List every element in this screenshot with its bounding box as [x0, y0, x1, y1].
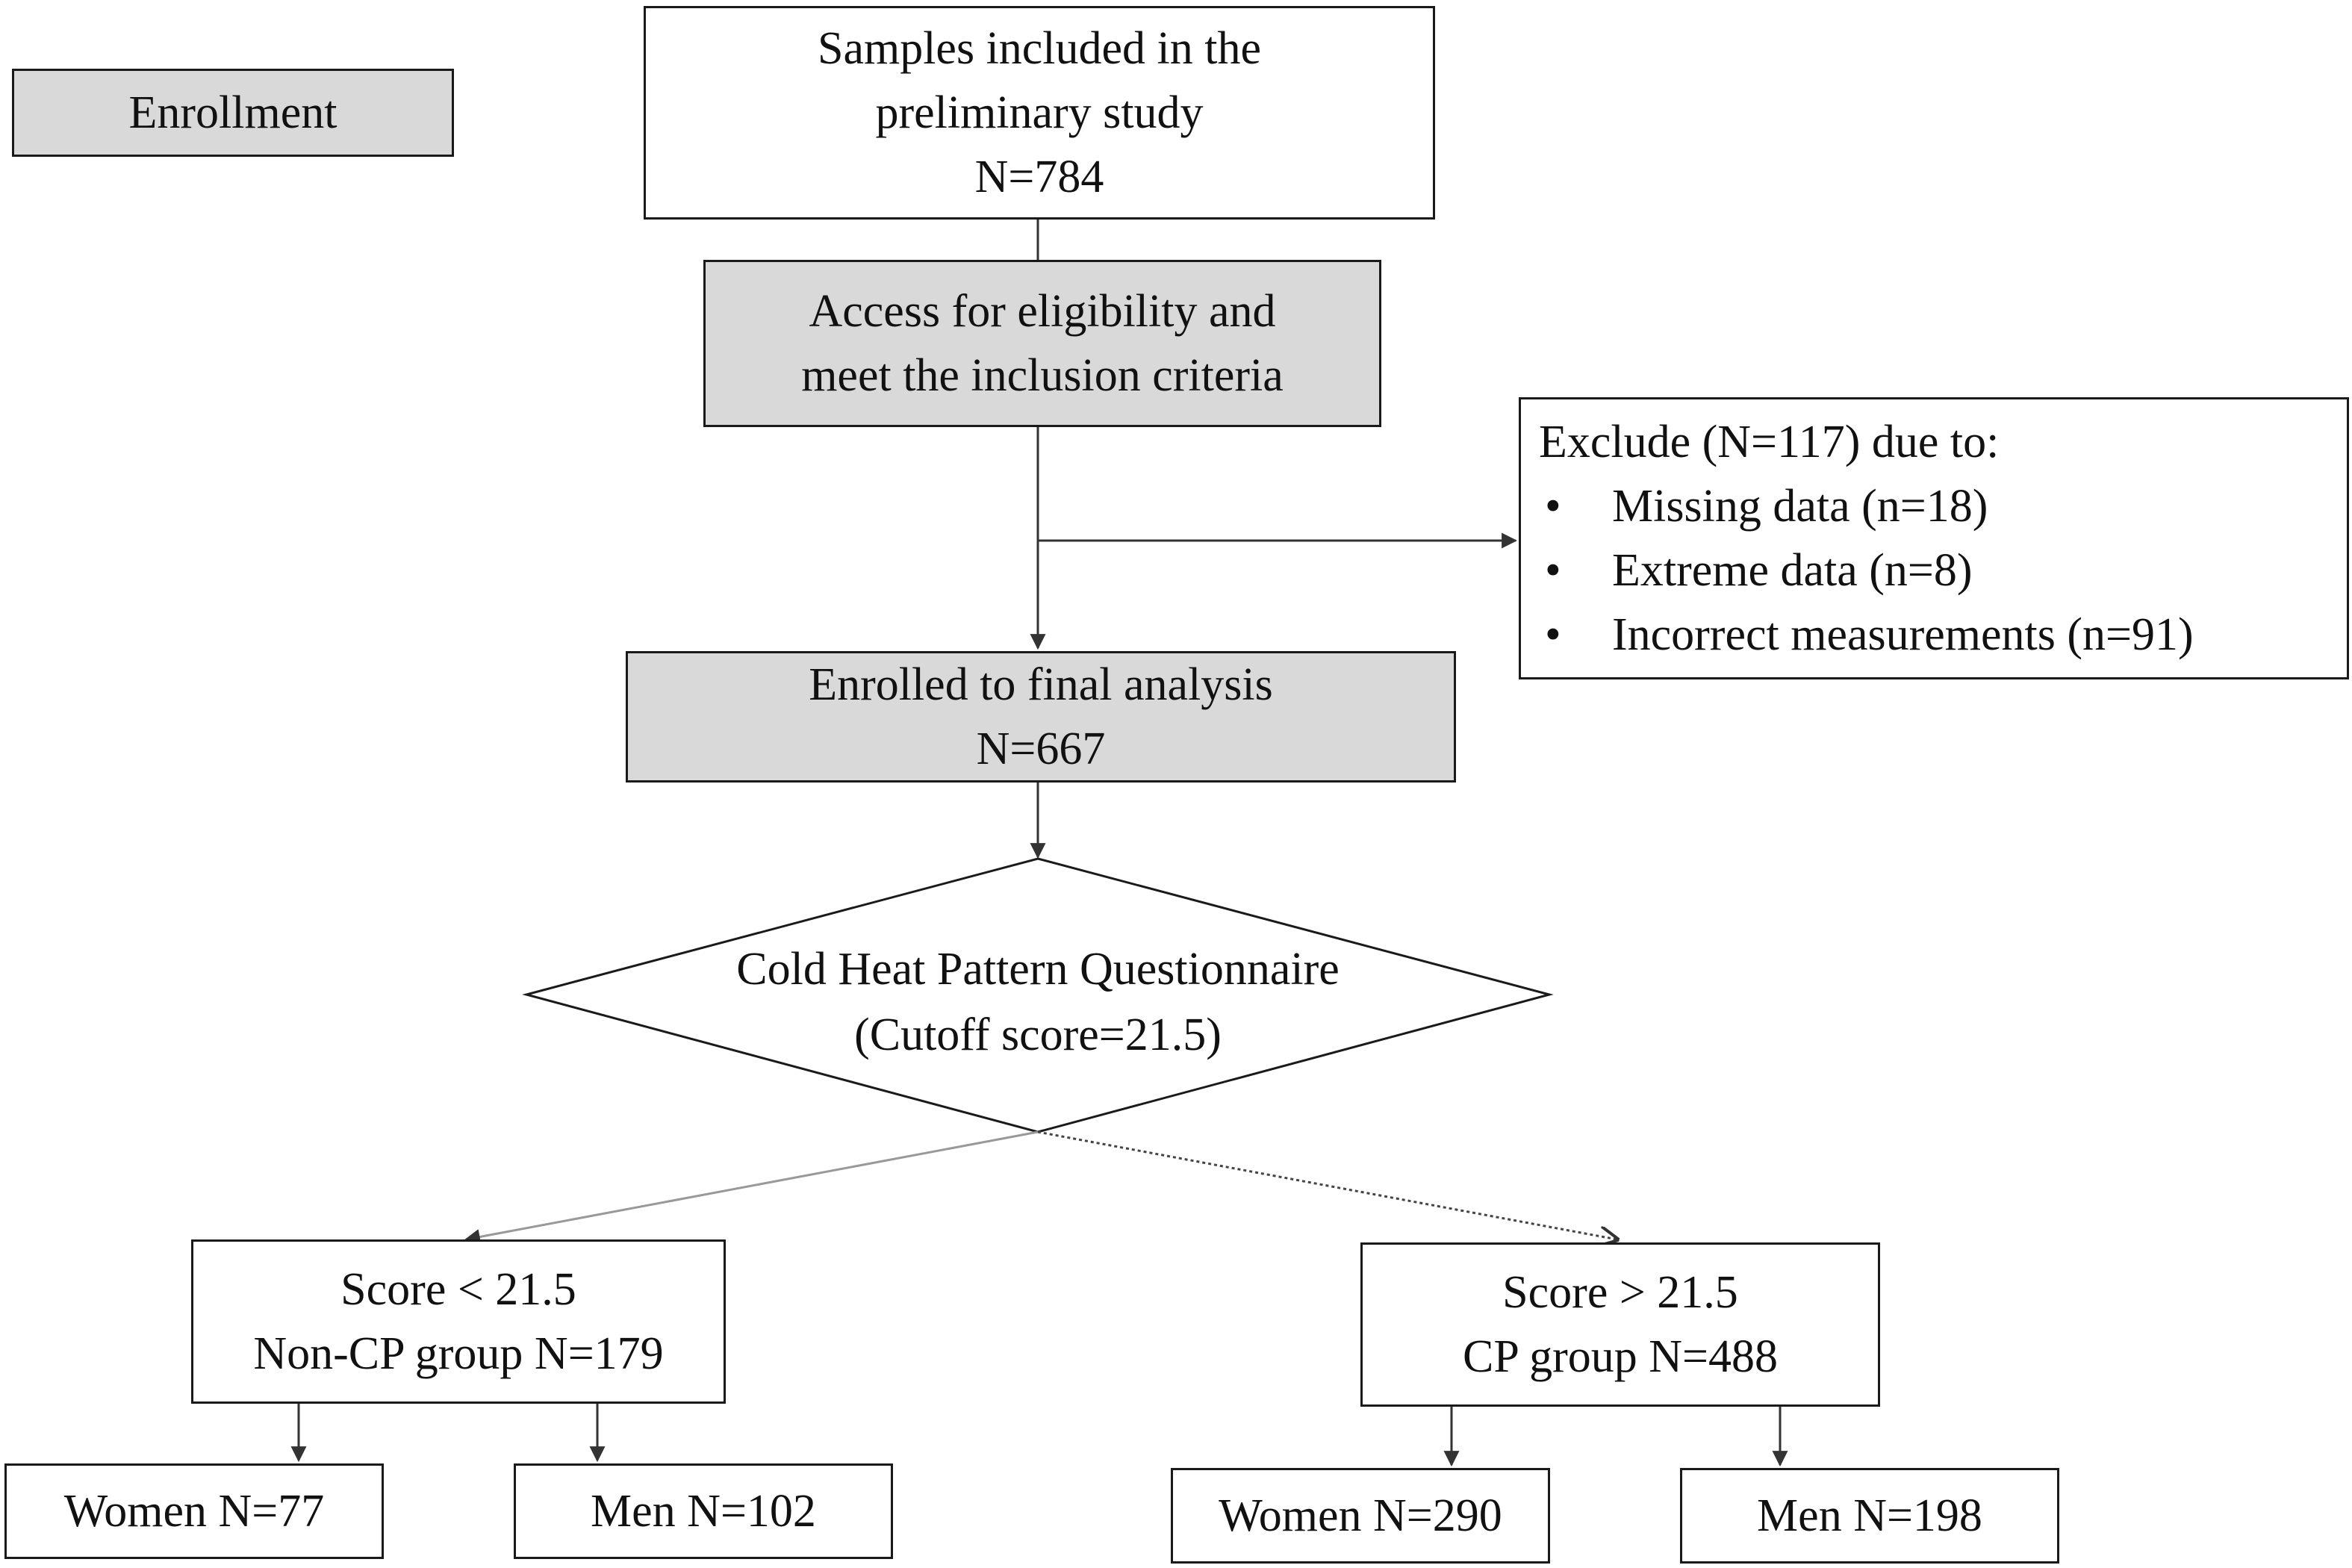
exclusion-item-text: Missing data (n=18)	[1612, 481, 1988, 532]
exclusion-heading: Exclude (N=117) due to:	[1539, 417, 2000, 467]
initial-samples-line2: preliminary study	[875, 87, 1204, 138]
cp-women-count: Women N=290	[1219, 1490, 1502, 1541]
questionnaire-line2: (Cutoff score=21.5)	[854, 1009, 1222, 1060]
exclusion-item-incorrect: • Incorrect measurements (n=91)	[1539, 603, 2194, 667]
exclusion-item-text: Extreme data (n=8)	[1612, 545, 1973, 596]
bullet-marker: •	[1545, 481, 1561, 532]
initial-samples-line1: Samples included in the	[817, 23, 1262, 74]
initial-samples-count: N=784	[974, 152, 1104, 202]
cp-men-box: Men N=198	[1680, 1468, 2059, 1564]
cp-count: CP group N=488	[1463, 1331, 1778, 1382]
exclusion-box: Exclude (N=117) due to: • Missing data (…	[1519, 397, 2349, 679]
exclusion-item-text: Incorrect measurements (n=91)	[1612, 609, 2194, 660]
cp-men-count: Men N=198	[1757, 1490, 1982, 1541]
bullet-marker: •	[1545, 609, 1561, 660]
non-cp-count: Non-CP group N=179	[253, 1328, 664, 1379]
eligibility-line1: Access for eligibility and	[809, 286, 1276, 337]
enrollment-label-text: Enrollment	[128, 87, 337, 138]
non-cp-men-box: Men N=102	[514, 1463, 893, 1559]
questionnaire-text: Cold Heat Pattern Questionnaire (Cutoff …	[523, 936, 1553, 1068]
bullet-marker: •	[1545, 545, 1561, 596]
non-cp-score: Score < 21.5	[340, 1264, 576, 1315]
eligibility-box: Access for eligibility and meet the incl…	[703, 260, 1381, 427]
cp-group-box: Score > 21.5 CP group N=488	[1360, 1242, 1880, 1407]
final-analysis-line1: Enrolled to final analysis	[809, 659, 1273, 710]
cp-score: Score > 21.5	[1502, 1267, 1738, 1318]
connector-to-non-cp-group	[464, 1130, 1039, 1245]
connector-to-cp-group	[1037, 1130, 1617, 1239]
cp-women-box: Women N=290	[1171, 1468, 1550, 1564]
eligibility-line2: meet the inclusion criteria	[801, 350, 1284, 401]
non-cp-women-box: Women N=77	[4, 1463, 384, 1559]
final-analysis-count: N=667	[976, 724, 1106, 774]
exclusion-item-missing: • Missing data (n=18)	[1539, 474, 1988, 538]
initial-samples-box: Samples included in the preliminary stud…	[644, 6, 1435, 220]
exclusion-item-extreme: • Extreme data (n=8)	[1539, 538, 1973, 603]
non-cp-men-count: Men N=102	[591, 1486, 816, 1537]
non-cp-group-box: Score < 21.5 Non-CP group N=179	[191, 1239, 726, 1404]
questionnaire-line1: Cold Heat Pattern Questionnaire	[736, 944, 1340, 995]
enrollment-stage-label: Enrollment	[12, 69, 454, 157]
final-analysis-box: Enrolled to final analysis N=667	[626, 651, 1456, 783]
non-cp-women-count: Women N=77	[63, 1486, 325, 1537]
